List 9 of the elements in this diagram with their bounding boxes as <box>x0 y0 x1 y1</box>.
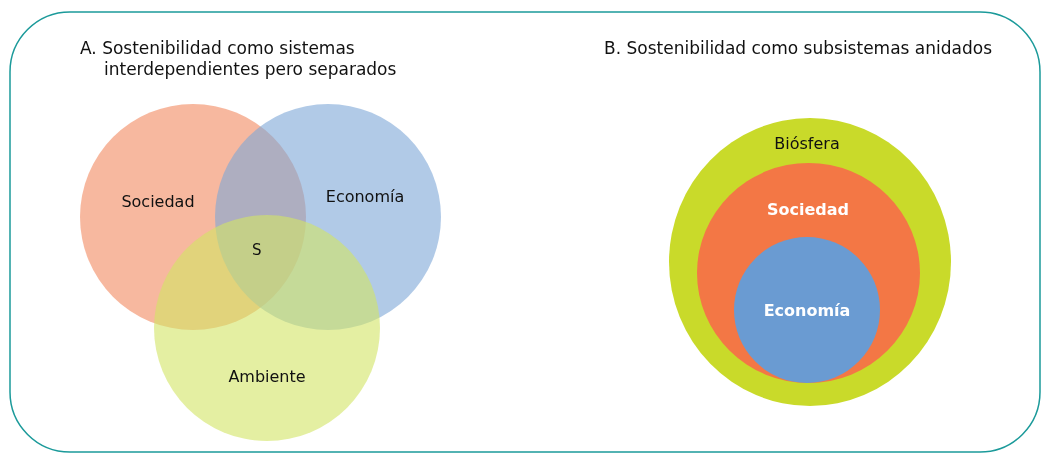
circle-label: Economía <box>325 186 405 206</box>
circle-label: Ambiente <box>228 366 306 386</box>
circle-label: Economía <box>763 300 851 320</box>
circle-label: Sociedad <box>767 199 849 219</box>
panel-title: B. Sostenibilidad como subsistemas anidados <box>604 38 993 59</box>
intersection-label: S <box>252 240 263 261</box>
circle-label: Sociedad <box>121 191 195 211</box>
panel-title: A. Sostenibilidad como sistemas interdependientes pero separados <box>80 38 398 80</box>
circle-label: Biósfera <box>774 133 840 153</box>
